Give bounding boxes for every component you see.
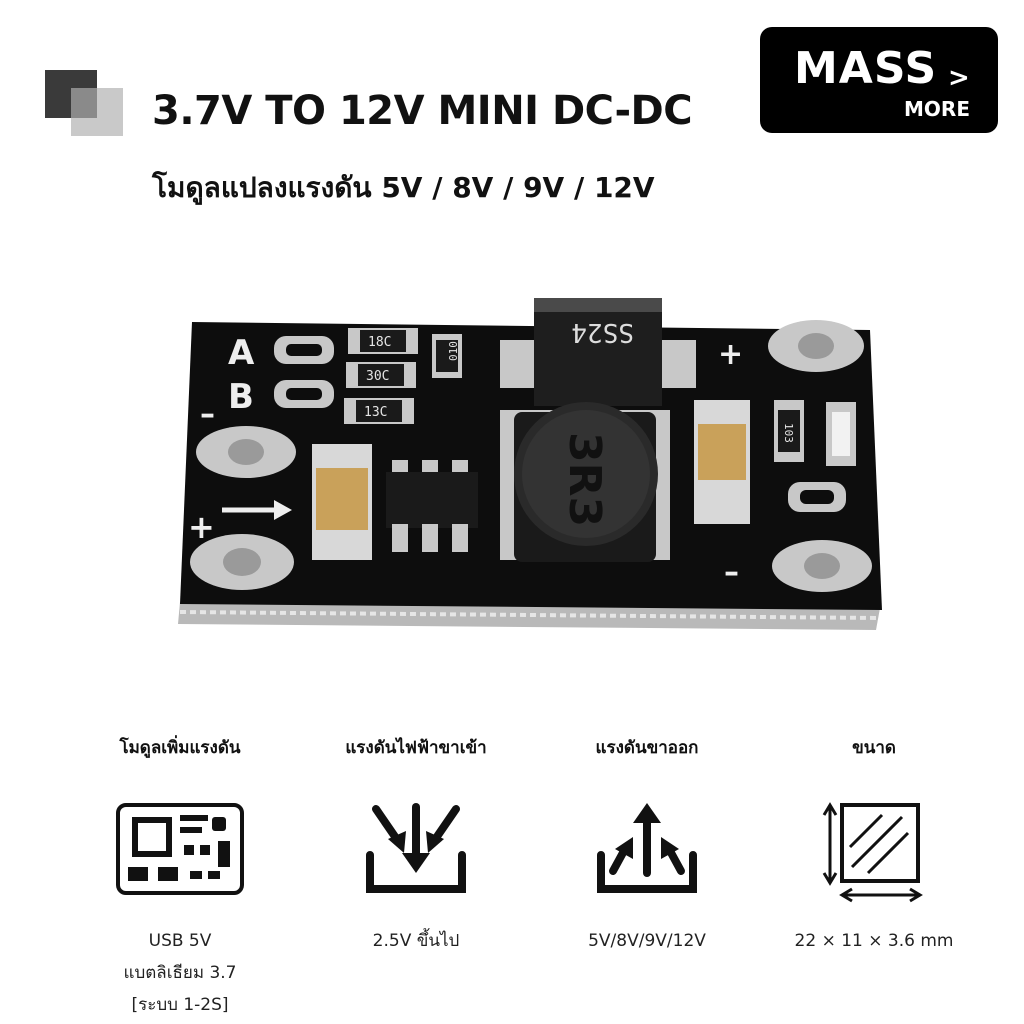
feature-label: แรงดันขาออก bbox=[595, 738, 699, 758]
marking-r-right: 103 bbox=[782, 423, 795, 443]
label-minus-left: – bbox=[200, 397, 215, 432]
feature-desc-line: USB 5V bbox=[148, 931, 212, 951]
silkscreen-arrow-icon bbox=[222, 500, 292, 520]
feature-label: ขนาด bbox=[852, 738, 896, 758]
output-arrows-icon bbox=[597, 803, 697, 893]
feature-desc-line: 2.5V ขึ้นไป bbox=[372, 931, 460, 951]
feature-desc-line: 5V/8V/9V/12V bbox=[588, 931, 706, 951]
feature-dimensions: ขนาด 22 × 11 × 3.6 mm bbox=[764, 735, 984, 957]
input-arrows-icon bbox=[366, 803, 466, 893]
marking-r1: 18C bbox=[368, 335, 391, 350]
page-title: 3.7V TO 12V MINI DC-DC bbox=[152, 88, 693, 134]
label-plus-right: + bbox=[718, 337, 743, 372]
feature-label: โมดูลเพิ่มแรงดัน bbox=[119, 738, 241, 758]
status-led bbox=[826, 402, 856, 466]
label-plus-left: + bbox=[188, 508, 215, 546]
feature-input-voltage: แรงดันไฟฟ้าขาเข้า 2.5V ขึ้นไป bbox=[306, 735, 526, 957]
marking-r3: 13C bbox=[364, 405, 387, 420]
page-subtitle: โมดูลแปลงแรงดัน 5V / 8V / 9V / 12V bbox=[152, 171, 655, 204]
circuit-board-icon bbox=[116, 803, 244, 895]
smd-capacitor-left bbox=[312, 444, 372, 560]
label-a: A bbox=[228, 333, 255, 373]
feature-step-up-module: โมดูลเพิ่มแรงดัน USB 5V แบตลิเธียม 3.7 [… bbox=[70, 735, 290, 1021]
marking-r-small: 010 bbox=[447, 341, 460, 361]
marking-inductor: 3R3 bbox=[559, 432, 610, 527]
schottky-diode bbox=[500, 298, 696, 406]
brand-arrow-icon: > bbox=[948, 63, 970, 93]
smd-capacitor-right bbox=[694, 400, 750, 524]
decorative-squares-icon bbox=[45, 70, 125, 136]
label-b: B bbox=[228, 377, 254, 417]
marking-r2: 30C bbox=[366, 369, 389, 384]
feature-label: แรงดันไฟฟ้าขาเข้า bbox=[345, 738, 487, 758]
dimension-square-icon bbox=[822, 802, 923, 903]
ic-chip bbox=[386, 460, 478, 552]
feature-desc-line: 22 × 11 × 3.6 mm bbox=[794, 931, 954, 951]
brand-name: MASS bbox=[794, 43, 938, 94]
pcb-board-image: A B – + + – 18C 30C 13C 010 S bbox=[178, 298, 882, 630]
feature-output-voltage: แรงดันขาออก 5V/8V/9V/12V bbox=[537, 735, 757, 957]
label-minus-right: – bbox=[724, 555, 739, 590]
brand-logo: MASS > MORE bbox=[760, 27, 998, 133]
feature-desc-line: [ระบบ 1-2S] bbox=[131, 995, 229, 1015]
smd-resistor bbox=[344, 328, 418, 424]
feature-desc-line: แบตลิเธียม 3.7 bbox=[123, 963, 237, 983]
brand-subname: MORE bbox=[904, 97, 970, 121]
power-inductor bbox=[500, 402, 670, 562]
board-edge bbox=[178, 602, 880, 630]
marking-diode: SS24 bbox=[571, 317, 634, 347]
